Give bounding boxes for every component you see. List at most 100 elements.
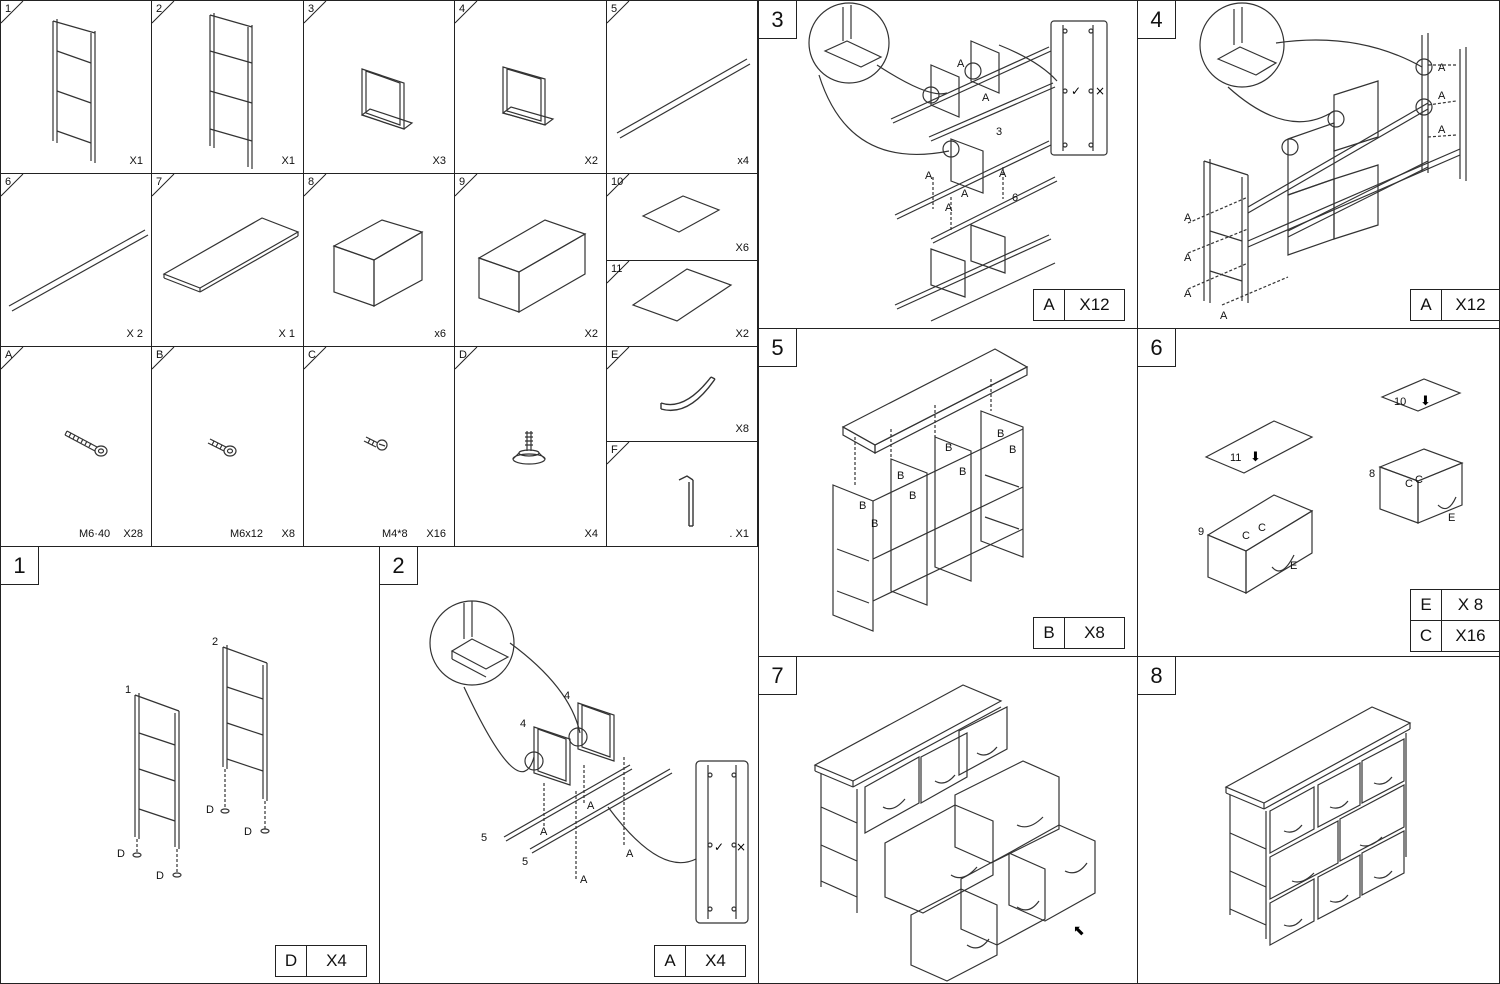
hardware-letter: E — [611, 349, 619, 361]
hardware-spec: M6·40 — [79, 528, 111, 540]
quantity-box: B X8 — [1033, 617, 1125, 649]
step-8-panel: 8 — [1137, 656, 1500, 984]
corner-mark — [607, 442, 630, 465]
hardware-callout: B — [871, 518, 878, 530]
quantity-box-count: X8 — [1084, 623, 1105, 642]
hardware-cell-c: C M4*8 X16 — [303, 346, 455, 547]
part-callout: 4 — [520, 718, 526, 730]
part-number: 7 — [156, 176, 163, 188]
hardware-letter: D — [459, 349, 467, 361]
step-number: 8 — [1138, 657, 1176, 695]
quantity-box-count: X4 — [705, 951, 726, 970]
cube-frame-illustration — [360, 68, 414, 130]
corner-mark — [455, 1, 478, 24]
part-cell-5: 5 x4 — [606, 0, 758, 174]
hardware-callout: D — [244, 826, 252, 838]
hardware-callout: B — [897, 470, 904, 482]
corner-mark — [455, 347, 478, 370]
corner-mark — [607, 261, 630, 284]
hardware-callout: A — [982, 92, 990, 104]
step-4-panel: 4 A A A A — [1137, 0, 1500, 329]
hardware-callout: A — [1438, 90, 1446, 102]
hardware-callout: A — [626, 848, 634, 860]
hardware-letter: C — [308, 349, 316, 361]
step-3-panel: 3 ✓ × 3 6 A — [758, 0, 1138, 329]
hardware-cell-e: E X8 — [606, 346, 758, 442]
hardware-qty: X8 — [735, 423, 749, 435]
hardware-cell-d: D X4 — [454, 346, 607, 547]
part-number: 11 — [611, 263, 623, 275]
part-callout: 5 — [481, 832, 487, 844]
push-arrow-icon: ⬉ — [1073, 923, 1085, 939]
hardware-qty: X16 — [426, 528, 446, 540]
hardware-cell-a: A M6·40 X28 — [0, 346, 152, 547]
hardware-callout: A — [1438, 124, 1446, 136]
quantity-box-letter: A — [655, 946, 686, 976]
part-callout: 3 — [996, 126, 1002, 138]
part-callout: 11 — [1230, 452, 1241, 464]
quantity-box-letter: B — [1034, 618, 1065, 648]
hardware-callout: A — [1184, 288, 1192, 300]
part-cell-3: 3 X3 — [303, 0, 455, 174]
hardware-cell-f: F . X1 — [606, 441, 758, 547]
step-number: 4 — [1138, 1, 1176, 39]
step-6-panel: 6 ⬇ ⬇ 10 11 8 9 C C C C E E E X 8 C X16 — [1137, 328, 1500, 657]
hardware-callout: A — [999, 168, 1007, 180]
part-number: 2 — [156, 3, 163, 15]
quantity-box: A X12 — [1033, 289, 1125, 321]
hardware-callout: B — [959, 466, 966, 478]
hardware-callout: B — [997, 428, 1004, 440]
part-qty: X1 — [281, 155, 295, 167]
hardware-qty: . X1 — [729, 528, 749, 540]
small-drawer-illustration — [332, 219, 424, 308]
top-board-illustration — [162, 217, 300, 293]
hardware-callout: A — [957, 58, 965, 70]
step-3-diagram: ✓ × 3 6 A A A A A A — [808, 2, 1108, 322]
hardware-callout: D — [156, 870, 164, 882]
corner-mark — [304, 347, 327, 370]
part-number: 5 — [611, 3, 618, 15]
hardware-qty: X28 — [123, 528, 143, 540]
part-cell-10: 10 X6 — [606, 173, 758, 261]
part-number: 4 — [459, 3, 466, 15]
corner-mark — [607, 1, 630, 24]
part-number: 6 — [5, 176, 12, 188]
part-number: 8 — [308, 176, 315, 188]
part-qty: X 2 — [126, 328, 143, 340]
check-mark-icon: ✓ — [1071, 84, 1081, 98]
part-qty: x4 — [737, 155, 749, 167]
hardware-callout: A — [1438, 62, 1446, 74]
part-qty: X1 — [129, 155, 143, 167]
side-frame-1-illustration — [52, 19, 96, 163]
corner-mark — [1, 174, 24, 197]
quantity-box: C X16 — [1410, 620, 1499, 652]
quantity-box-count: X4 — [326, 951, 347, 970]
hardware-cell-b: B M6x12 X8 — [151, 346, 304, 547]
step-6-diagram: ⬇ ⬇ 10 11 8 9 C C C C E E — [1198, 378, 1464, 595]
step-7-panel: 7 ⬉ — [758, 656, 1138, 984]
part-cell-9: 9 X2 — [454, 173, 607, 347]
down-arrow-icon: ⬇ — [1250, 450, 1261, 465]
hardware-callout: A — [587, 800, 595, 812]
part-number: 9 — [459, 176, 466, 188]
part-cell-4: 4 X2 — [454, 0, 607, 174]
part-qty: X 1 — [278, 328, 295, 340]
hardware-qty: X4 — [584, 528, 598, 540]
cross-mark-icon: × — [736, 840, 746, 854]
quantity-box-count: X 8 — [1457, 595, 1484, 614]
corner-mark — [152, 1, 175, 24]
part-callout: 10 — [1394, 396, 1406, 408]
step-number: 3 — [759, 1, 797, 39]
quantity-box-count: X12 — [1079, 295, 1110, 314]
step-1-diagram: 1 2 D D D D — [117, 636, 270, 882]
quantity-box-count: X12 — [1455, 295, 1486, 314]
part-qty: X6 — [735, 242, 749, 254]
drawer-handle-icon — [660, 376, 716, 411]
hardware-callout: E — [1448, 512, 1455, 524]
corner-mark — [304, 1, 327, 24]
small-bottom-panel-illustration — [641, 195, 721, 233]
part-number: 10 — [611, 176, 624, 188]
hardware-callout: C — [1415, 474, 1423, 486]
side-frame-2-illustration — [209, 13, 253, 169]
hardware-spec: M6x12 — [230, 528, 264, 540]
